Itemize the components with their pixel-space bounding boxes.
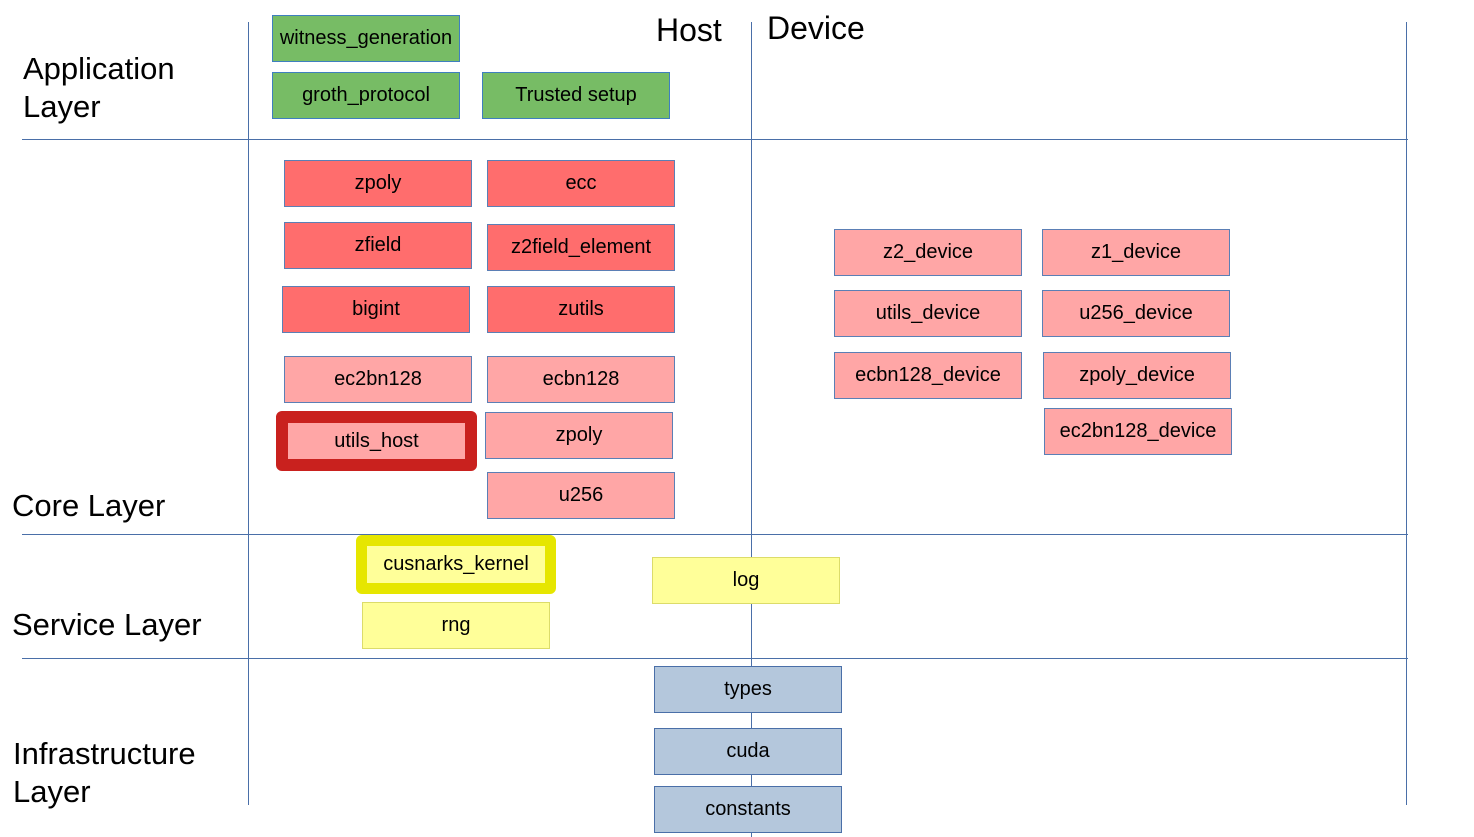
module-cuda: cuda xyxy=(654,728,842,775)
module-groth-protocol: groth_protocol xyxy=(272,72,460,119)
device-column-header: Device xyxy=(767,10,865,46)
module-utils-device: utils_device xyxy=(834,290,1022,337)
module-bigint: bigint xyxy=(282,286,470,333)
module-zfield: zfield xyxy=(284,222,472,269)
application-layer-label: Application Layer xyxy=(23,51,175,124)
cusnarks-kernel-highlight xyxy=(356,535,556,594)
divider-application-core xyxy=(22,139,1408,140)
module-z2field-element: z2field_element xyxy=(487,224,675,271)
left-column-divider xyxy=(248,22,249,805)
module-zutils: zutils xyxy=(487,286,675,333)
module-types: types xyxy=(654,666,842,713)
module-u256-device: u256_device xyxy=(1042,290,1230,337)
service-layer-label: Service Layer xyxy=(12,607,202,642)
module-constants: constants xyxy=(654,786,842,833)
host-column-header: Host xyxy=(656,12,722,48)
utils-host-highlight xyxy=(276,411,477,471)
module-ec2bn128-device: ec2bn128_device xyxy=(1044,408,1232,455)
infrastructure-layer-label: Infrastructure Layer xyxy=(13,736,196,809)
module-zpoly: zpoly xyxy=(284,160,472,207)
module-log: log xyxy=(652,557,840,604)
module-z1-device: z1_device xyxy=(1042,229,1230,276)
module-z2-device: z2_device xyxy=(834,229,1022,276)
module-rng: rng xyxy=(362,602,550,649)
core-layer-label: Core Layer xyxy=(12,488,166,523)
host-device-divider xyxy=(751,22,752,837)
module-zpoly-secondary: zpoly xyxy=(485,412,673,459)
module-ecbn128-device: ecbn128_device xyxy=(834,352,1022,399)
module-ec2bn128: ec2bn128 xyxy=(284,356,472,403)
module-trusted-setup: Trusted setup xyxy=(482,72,670,119)
module-witness-generation: witness_generation xyxy=(272,15,460,62)
divider-service-infrastructure xyxy=(22,658,1408,659)
module-cusnarks-kernel: cusnarks_kernel xyxy=(367,546,545,583)
module-ecc: ecc xyxy=(487,160,675,207)
module-utils-host: utils_host xyxy=(288,423,465,459)
divider-core-service xyxy=(22,534,1408,535)
right-border xyxy=(1406,22,1407,805)
module-ecbn128: ecbn128 xyxy=(487,356,675,403)
module-zpoly-device: zpoly_device xyxy=(1043,352,1231,399)
module-u256: u256 xyxy=(487,472,675,519)
